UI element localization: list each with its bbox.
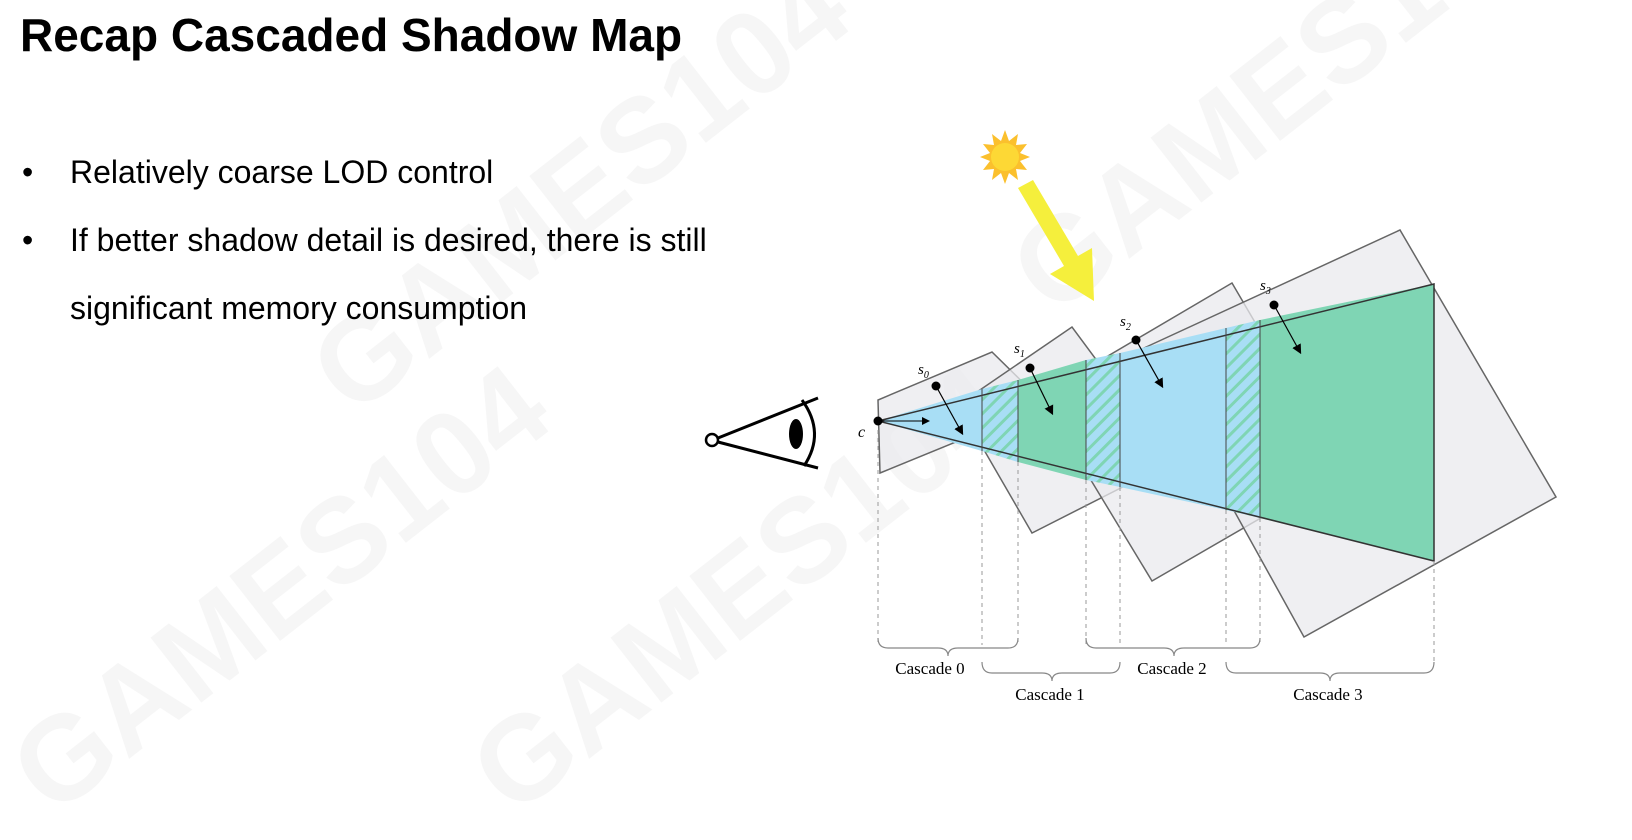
- split-label-subscript: 0: [924, 370, 929, 381]
- frustum-segment-2: [1018, 360, 1086, 480]
- bullet-dot: •: [22, 222, 34, 258]
- split-label-subscript: 3: [1265, 286, 1271, 297]
- bullet-item: • If better shadow detail is desired, th…: [20, 206, 850, 342]
- cascade-braces: [877, 637, 1435, 682]
- diagram-svg: s0 s1 s2 s3 c Cascade 0: [704, 130, 1558, 704]
- cascade-label-1: Cascade 1: [1015, 685, 1084, 704]
- frustum-outline: [877, 283, 1435, 562]
- cascade-brace-0: [877, 637, 1019, 657]
- split-points: [931, 300, 1302, 436]
- split-arrow: [935, 385, 964, 436]
- eye-icon: [704, 396, 819, 470]
- frustum-segment-0: [878, 389, 982, 451]
- cascade-labels: Cascade 0 Cascade 1 Cascade 2 Cascade 3: [895, 659, 1362, 704]
- frustum-segment-3: [1086, 353, 1120, 487]
- split-label-subscript: 2: [1126, 322, 1131, 333]
- cascade-label-3: Cascade 3: [1293, 685, 1362, 704]
- bullet-list: • Relatively coarse LOD control • If bet…: [20, 138, 850, 342]
- cascade-label-0: Cascade 0: [895, 659, 964, 678]
- light-direction-arrow: [1018, 180, 1094, 301]
- slide-title: Recap Cascaded Shadow Map: [20, 9, 683, 61]
- bullet-dot: •: [22, 154, 34, 190]
- view-frustum: [877, 283, 1435, 562]
- cascade-brace-1: [981, 661, 1121, 682]
- camera-point: [873, 416, 883, 426]
- split-label-base: s: [1014, 341, 1020, 357]
- frustum-segment-1: [982, 380, 1018, 462]
- split-label-s2: s2: [1120, 314, 1131, 333]
- watermark-text: GAMES104: [0, 338, 575, 840]
- split-label-base: s: [918, 362, 924, 378]
- bullet-text: Relatively coarse LOD control: [70, 154, 494, 190]
- projection-lines: [877, 430, 1435, 665]
- split-arrow: [1273, 304, 1302, 355]
- cascade-brace-2: [1085, 637, 1261, 657]
- frustum-segment-4: [1120, 328, 1226, 510]
- frustum-segment-6: [1260, 284, 1434, 561]
- bullet-item: • Relatively coarse LOD control: [20, 138, 850, 206]
- split-label-s3: s3: [1260, 278, 1271, 297]
- sun-icon: [980, 130, 1030, 184]
- split-label-base: s: [1120, 314, 1126, 330]
- cascaded-shadow-map-diagram: s0 s1 s2 s3 c Cascade 0: [700, 100, 1630, 725]
- cascade-label-2: Cascade 2: [1137, 659, 1206, 678]
- frustum-segment-5: [1226, 320, 1260, 518]
- split-label-s0: s0: [918, 362, 929, 381]
- split-label-s1: s1: [1014, 341, 1025, 360]
- split-arrow: [1135, 339, 1164, 389]
- split-arrow: [1029, 367, 1054, 416]
- cascade-brace-3: [1225, 661, 1435, 682]
- split-label-base: s: [1260, 278, 1266, 294]
- split-labels: s0 s1 s2 s3: [918, 278, 1271, 381]
- split-label-subscript: 1: [1020, 349, 1025, 360]
- bullet-text: If better shadow detail is desired, ther…: [70, 222, 707, 326]
- camera-label: c: [858, 424, 865, 441]
